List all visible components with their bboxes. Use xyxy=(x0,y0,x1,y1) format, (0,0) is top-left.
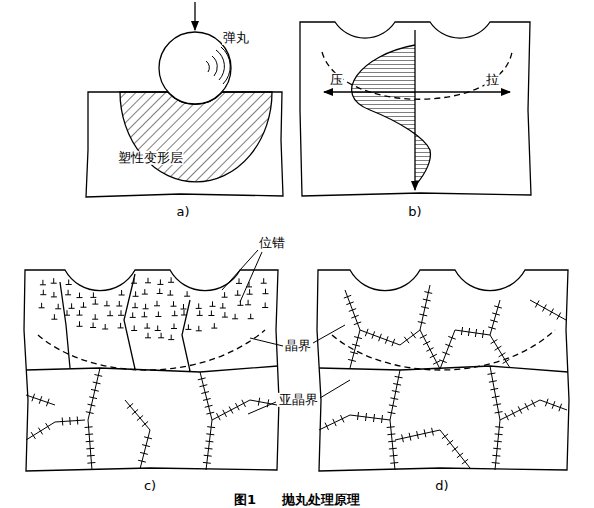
callout-label: 位错 xyxy=(258,236,286,250)
callout-label: 晶界 xyxy=(284,339,312,353)
figure-caption: 图1 抛丸处理原理 xyxy=(233,493,361,507)
fine-strokes xyxy=(26,277,567,470)
stress-label: 压 xyxy=(329,73,344,87)
panel-letter: a) xyxy=(175,205,190,219)
panel-letter: c) xyxy=(143,479,157,493)
panel-a xyxy=(86,2,283,197)
stress-label: 拉 xyxy=(485,73,500,87)
leader-lines xyxy=(222,250,350,414)
panel-letter: d) xyxy=(434,479,449,493)
ball-label: 弹丸 xyxy=(222,31,250,45)
panel-b xyxy=(300,22,531,196)
callout-label: 亚晶界 xyxy=(278,393,319,407)
layer-label: 塑性变形层 xyxy=(117,151,184,165)
panel-letter: b) xyxy=(407,205,422,219)
panel-d xyxy=(317,270,569,471)
